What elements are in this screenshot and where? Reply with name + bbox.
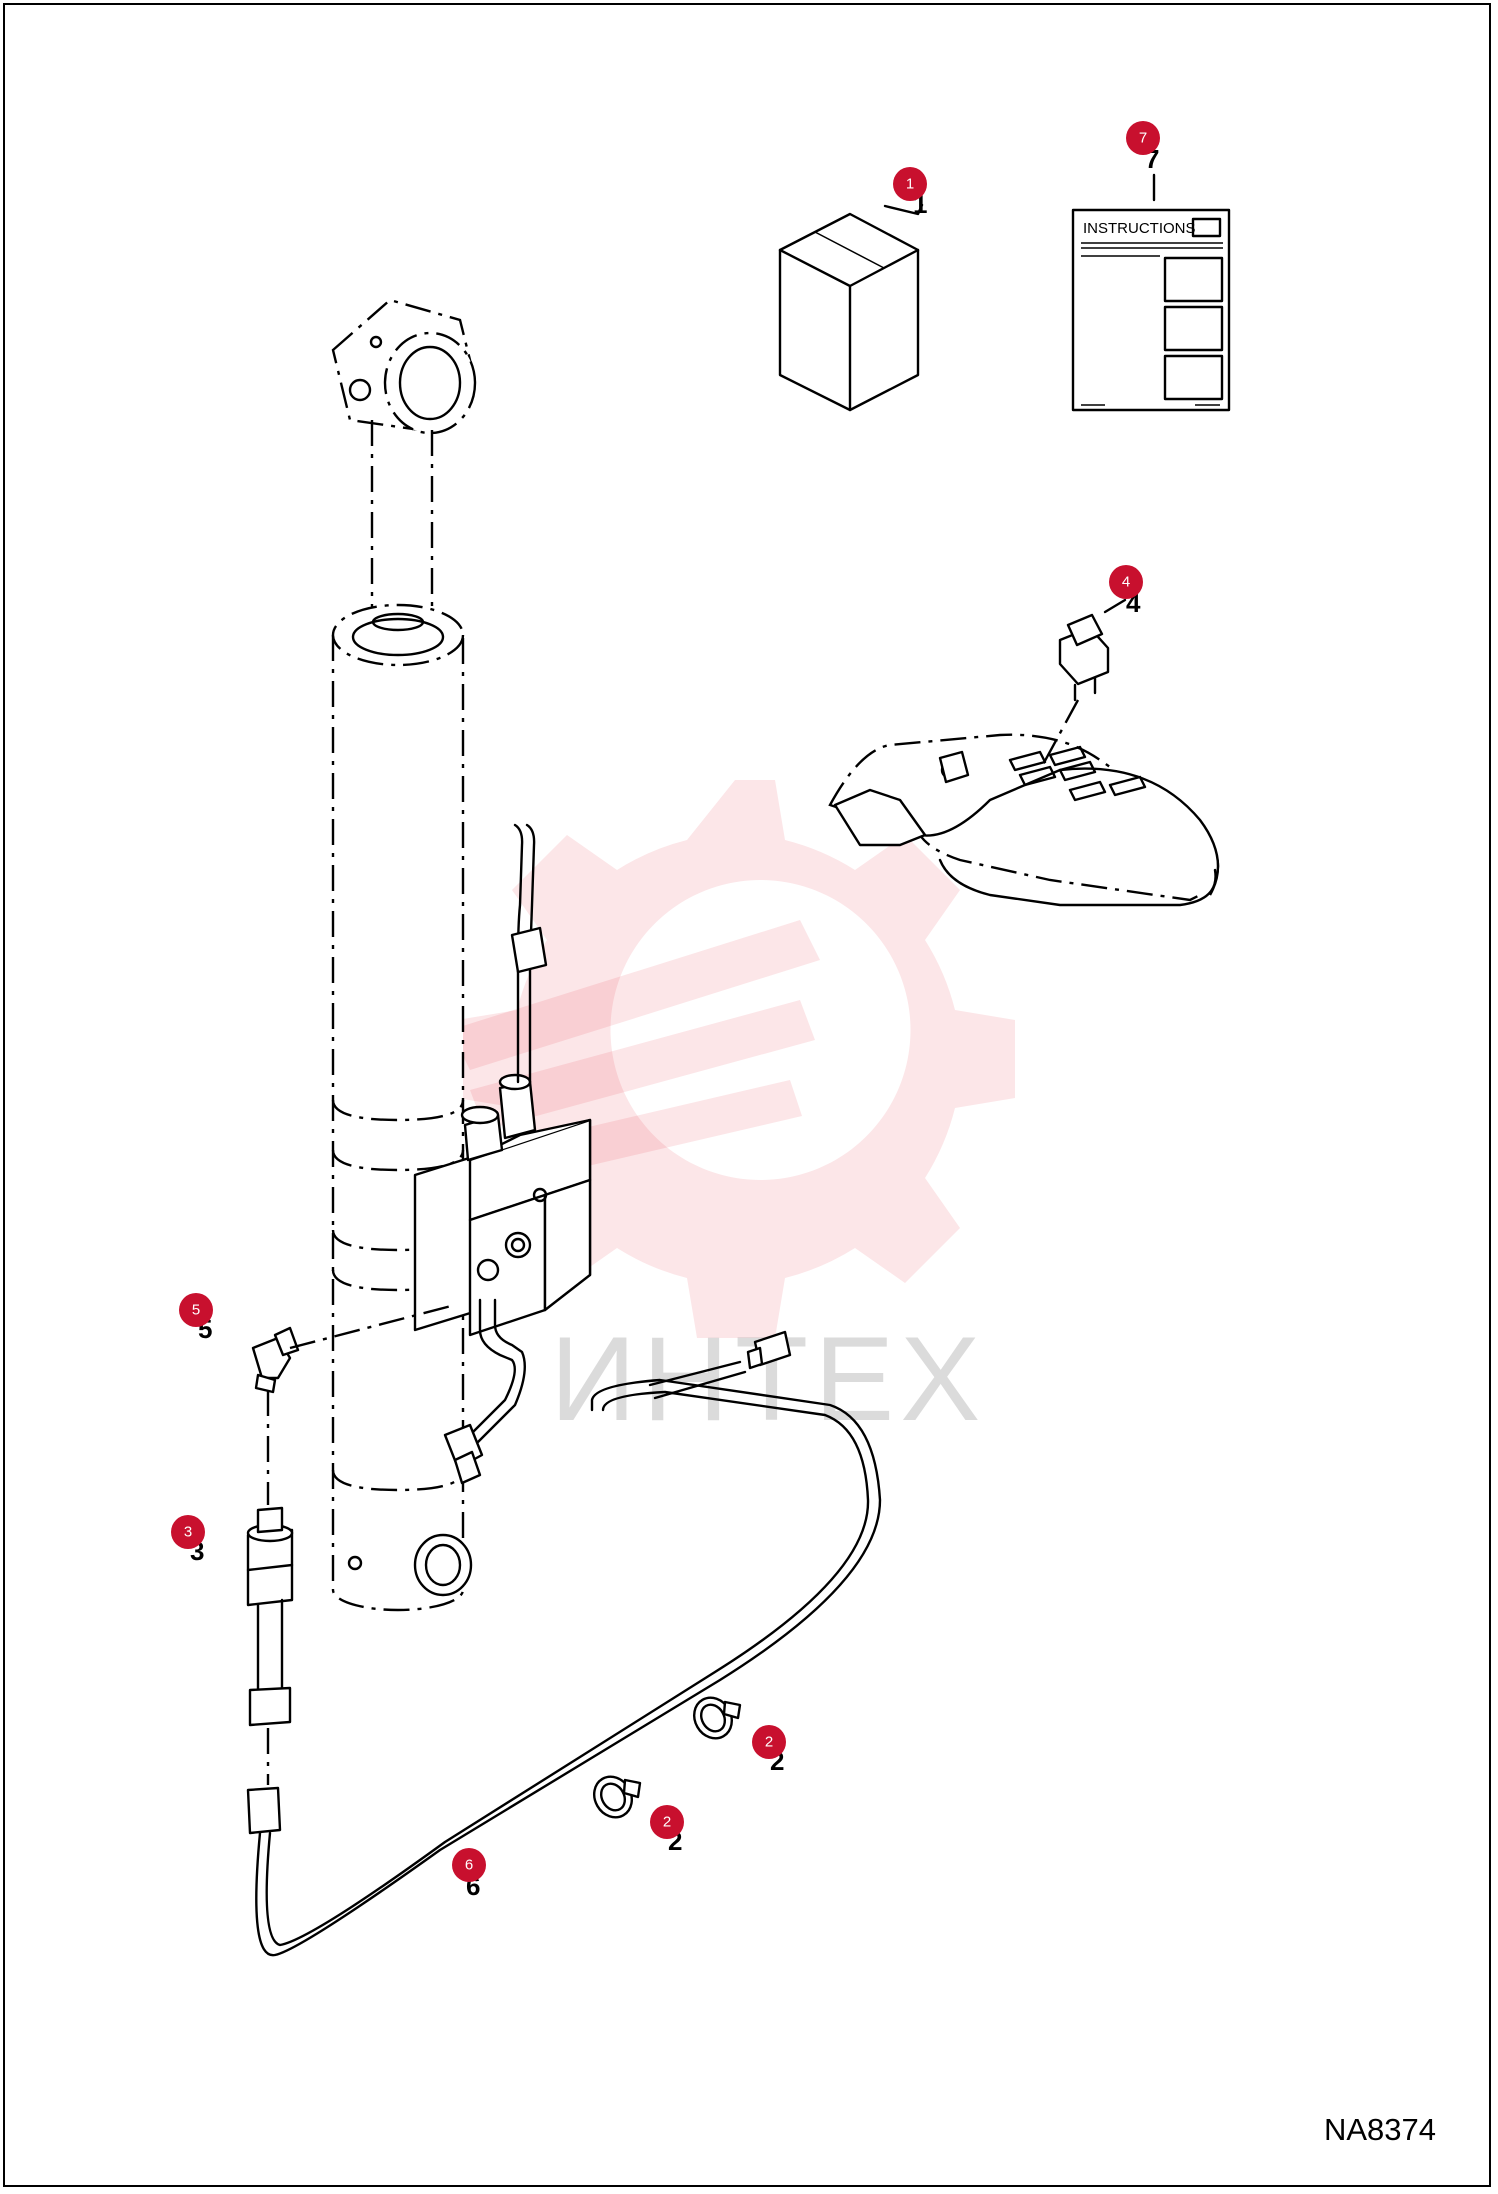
watermark-text: ИНТЕХ (550, 1312, 986, 1446)
svg-text:6: 6 (465, 1857, 473, 1874)
manual-title: INSTRUCTIONS (1083, 220, 1196, 237)
valve-block-assembly (413, 823, 792, 1485)
callout-3: 3 (171, 1515, 205, 1549)
callout-1: 1 (893, 167, 927, 201)
callout-5: 5 (179, 1293, 213, 1327)
svg-text:5: 5 (192, 1302, 200, 1319)
callout-4: 4 (1109, 565, 1143, 599)
callout-2b: 2 (650, 1805, 684, 1839)
item-6-wiring-harness (246, 1360, 882, 1957)
callout-7: 7 (1126, 121, 1160, 155)
drawing-number: NA8374 (1323, 2112, 1436, 2147)
callout-2a: 2 (752, 1725, 786, 1759)
svg-text:3: 3 (184, 1524, 192, 1541)
svg-text:7: 7 (1139, 130, 1147, 147)
callout-6: 6 (452, 1848, 486, 1882)
item-3-pressure-switch (246, 1506, 294, 1727)
item-4-rocker-switch (1058, 598, 1127, 702)
assembly-lines (266, 699, 1080, 1785)
svg-text:2: 2 (663, 1814, 671, 1831)
watermark-gear-logo (450, 780, 1015, 1338)
svg-text:4: 4 (1122, 574, 1130, 591)
item-5-elbow-fitting (251, 1326, 300, 1394)
item-2-cable-tie-lower (593, 1775, 642, 1819)
item-1-box (778, 203, 924, 412)
item-7-instructions-manual: INSTRUCTIONS (1071, 173, 1231, 412)
svg-text:2: 2 (765, 1734, 773, 1751)
item-2-cable-tie-upper (693, 1696, 742, 1740)
hydraulic-cylinder (331, 298, 477, 1612)
sheet-border (3, 3, 1491, 2187)
control-console-panel (828, 733, 1220, 907)
svg-text:1: 1 (906, 176, 914, 193)
